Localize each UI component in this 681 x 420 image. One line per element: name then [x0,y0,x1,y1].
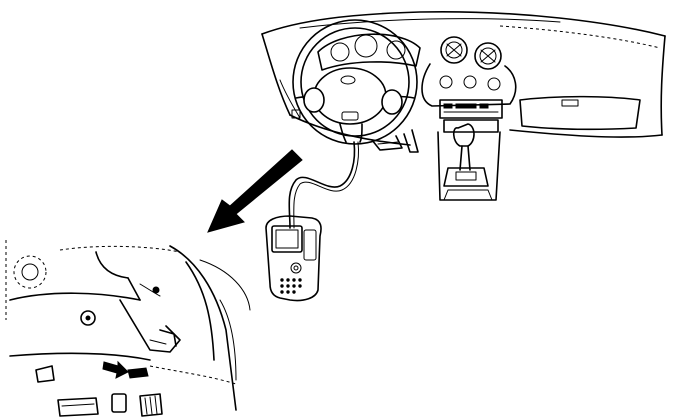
scan-tool-keypad [280,278,302,294]
steering-wheel [292,19,418,145]
gear-shifter [443,123,489,187]
diagnostic-scan-tool [265,215,322,302]
glove-box [519,95,641,131]
instrument-cluster [317,33,421,71]
pedals [57,393,163,417]
location-arrow [102,360,129,379]
center-console [421,63,517,201]
data-link-connector [127,367,149,379]
pointer-arrow [207,149,303,233]
air-vents [440,36,502,70]
connector-cable [288,141,359,229]
under-dash-detail [5,240,251,411]
steering-column [371,129,419,153]
